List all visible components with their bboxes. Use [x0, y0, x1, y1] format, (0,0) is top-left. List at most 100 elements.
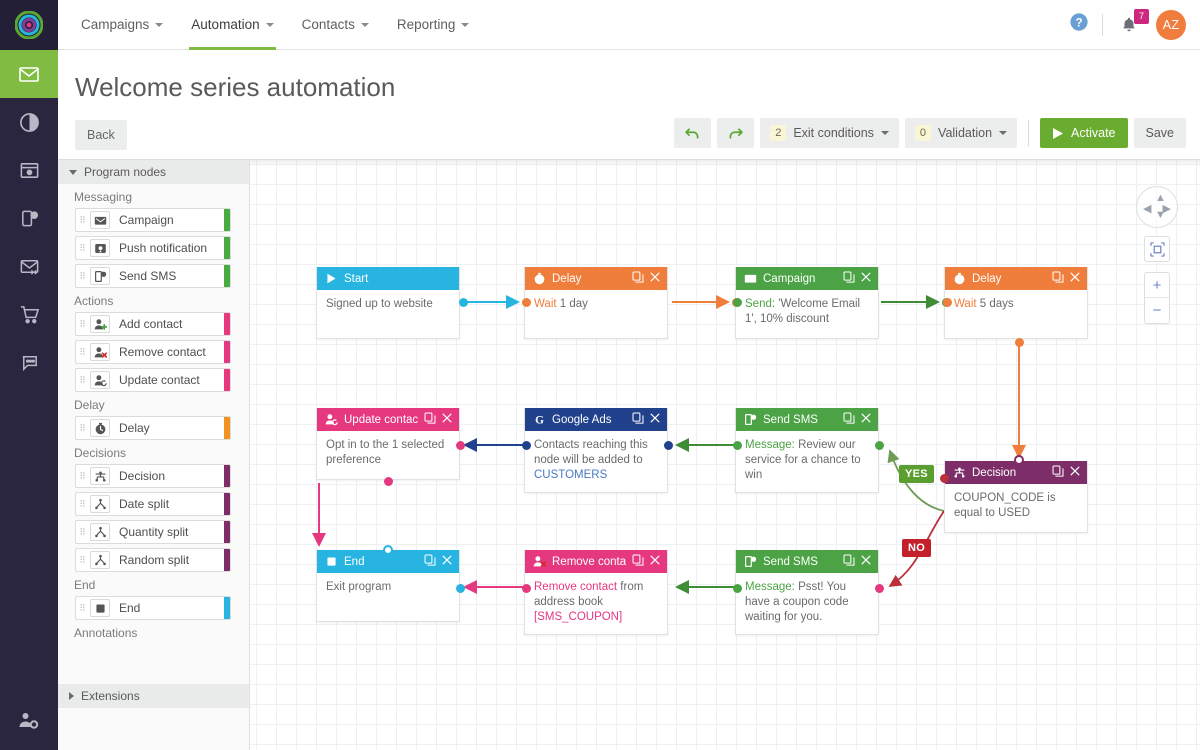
- drag-handle-icon[interactable]: ⠿: [79, 498, 87, 509]
- port-campaign1-in[interactable]: [732, 297, 742, 307]
- port-googleads-out[interactable]: [663, 440, 673, 450]
- duplicate-icon[interactable]: [843, 412, 855, 427]
- rail-item-landing-pages[interactable]: [0, 146, 58, 194]
- notifications-bell[interactable]: 7: [1116, 8, 1149, 38]
- close-icon[interactable]: [649, 412, 661, 427]
- extensions-section[interactable]: Extensions: [58, 684, 249, 708]
- rail-item-chat[interactable]: [0, 338, 58, 386]
- port-updatecontact-bottom[interactable]: [383, 476, 393, 486]
- drag-handle-icon[interactable]: ⠿: [79, 242, 87, 253]
- flow-node-remove-contact[interactable]: Remove contactRemove contact from addres…: [524, 550, 668, 635]
- drag-handle-icon[interactable]: ⠿: [79, 270, 87, 281]
- drag-handle-icon[interactable]: ⠿: [79, 346, 87, 357]
- nav-item-reporting[interactable]: Reporting: [383, 0, 484, 50]
- duplicate-icon[interactable]: [424, 412, 436, 427]
- pan-compass-icon[interactable]: ▲ ▼ ◀ ▶: [1136, 186, 1178, 228]
- close-icon[interactable]: [860, 554, 872, 569]
- node-header[interactable]: Campaign: [736, 267, 878, 290]
- palette-item-random-split[interactable]: ⠿Random split: [75, 548, 231, 572]
- node-header[interactable]: End: [317, 550, 459, 573]
- port-removecontact-out[interactable]: [521, 583, 531, 593]
- close-icon[interactable]: [441, 554, 453, 569]
- drag-handle-icon[interactable]: ⠿: [79, 470, 87, 481]
- palette-item-remove-contact[interactable]: ⠿Remove contact: [75, 340, 231, 364]
- undo-button[interactable]: [674, 118, 712, 148]
- palette-item-delay[interactable]: ⠿Delay: [75, 416, 231, 440]
- node-header[interactable]: Send SMS: [736, 550, 878, 573]
- close-icon[interactable]: [1069, 465, 1081, 480]
- duplicate-icon[interactable]: [1052, 271, 1064, 286]
- validation-button[interactable]: 0 Validation: [904, 118, 1018, 148]
- drag-handle-icon[interactable]: ⠿: [79, 422, 87, 433]
- close-icon[interactable]: [1069, 271, 1081, 286]
- fit-to-screen-icon[interactable]: [1144, 236, 1170, 262]
- palette-item-decision[interactable]: ⠿Decision: [75, 464, 231, 488]
- rail-item-email[interactable]: [0, 50, 58, 98]
- close-icon[interactable]: [860, 412, 872, 427]
- nav-item-contacts[interactable]: Contacts: [288, 0, 383, 50]
- node-header[interactable]: Decision: [945, 461, 1087, 484]
- duplicate-icon[interactable]: [843, 554, 855, 569]
- port-updatecontact-in[interactable]: [455, 440, 465, 450]
- rail-item-push[interactable]: [0, 194, 58, 242]
- palette-item-update-contact[interactable]: ⠿Update contact: [75, 368, 231, 392]
- drag-handle-icon[interactable]: ⠿: [79, 318, 87, 329]
- palette-header[interactable]: Program nodes: [58, 160, 249, 184]
- exit-conditions-button[interactable]: 2 Exit conditions: [760, 118, 899, 148]
- drag-handle-icon[interactable]: ⠿: [79, 554, 87, 565]
- duplicate-icon[interactable]: [632, 271, 644, 286]
- zoom-out-button[interactable]: −: [1152, 302, 1162, 319]
- port-delay2-bottom[interactable]: [1014, 337, 1024, 347]
- drag-handle-icon[interactable]: ⠿: [79, 374, 87, 385]
- node-header[interactable]: Update contact: [317, 408, 459, 431]
- duplicate-icon[interactable]: [632, 412, 644, 427]
- user-avatar[interactable]: AZ: [1156, 9, 1186, 40]
- save-button[interactable]: Save: [1133, 118, 1186, 148]
- back-button[interactable]: Back: [75, 120, 127, 150]
- palette-item-add-contact[interactable]: ⠿Add contact: [75, 312, 231, 336]
- palette-item-campaign[interactable]: ⠿Campaign: [75, 208, 231, 232]
- port-decision-top[interactable]: [1014, 455, 1024, 465]
- duplicate-icon[interactable]: [843, 271, 855, 286]
- rail-item-commerce[interactable]: [0, 290, 58, 338]
- branch-label-yes[interactable]: YES: [899, 465, 934, 483]
- palette-item-date-split[interactable]: ⠿Date split: [75, 492, 231, 516]
- drag-handle-icon[interactable]: ⠿: [79, 526, 87, 537]
- redo-button[interactable]: [717, 118, 755, 148]
- port-start-out[interactable]: [458, 297, 468, 307]
- port-delay2-in[interactable]: [942, 297, 952, 307]
- rail-item-transactional[interactable]: [0, 242, 58, 290]
- nav-item-automation[interactable]: Automation: [177, 0, 287, 50]
- drag-handle-icon[interactable]: ⠿: [79, 214, 87, 225]
- rail-item-analytics[interactable]: [0, 98, 58, 146]
- node-header[interactable]: Delay: [525, 267, 667, 290]
- drag-handle-icon[interactable]: ⠿: [79, 602, 87, 613]
- palette-item-end[interactable]: ⠿End: [75, 596, 231, 620]
- branch-label-no[interactable]: NO: [902, 539, 932, 557]
- close-icon[interactable]: [649, 554, 661, 569]
- close-icon[interactable]: [441, 412, 453, 427]
- duplicate-icon[interactable]: [1052, 465, 1064, 480]
- rail-item-account-settings[interactable]: [0, 710, 58, 732]
- node-header[interactable]: Delay: [945, 267, 1087, 290]
- palette-item-quantity-split[interactable]: ⠿Quantity split: [75, 520, 231, 544]
- port-end-in[interactable]: [455, 583, 465, 593]
- port-removecontact-in[interactable]: [874, 583, 884, 593]
- port-delay1-in[interactable]: [521, 297, 531, 307]
- node-header[interactable]: Remove contact: [525, 550, 667, 573]
- nav-item-campaigns[interactable]: Campaigns: [67, 0, 177, 50]
- node-header[interactable]: Start: [317, 267, 459, 290]
- app-logo[interactable]: [0, 0, 58, 50]
- port-sms1-out[interactable]: [874, 440, 884, 450]
- port-end-top[interactable]: [383, 545, 393, 555]
- close-icon[interactable]: [860, 271, 872, 286]
